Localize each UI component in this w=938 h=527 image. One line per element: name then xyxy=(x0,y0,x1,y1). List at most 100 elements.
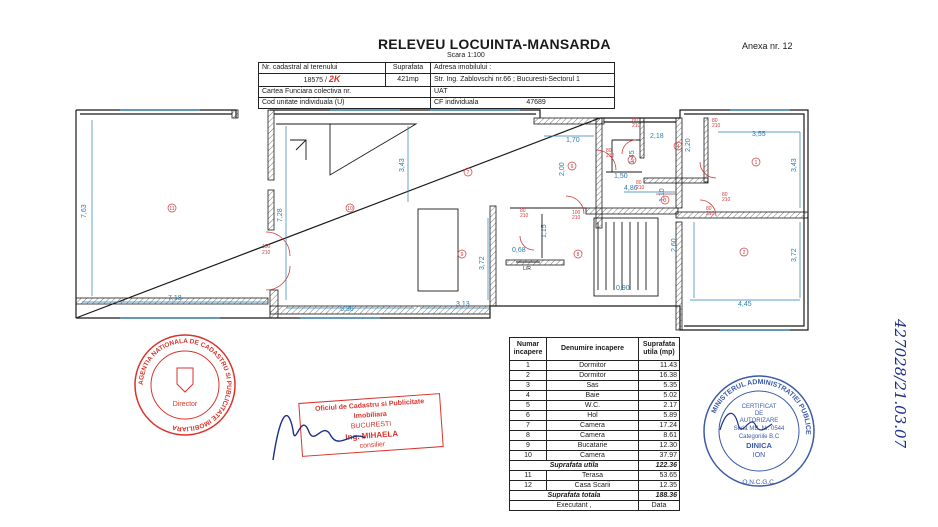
room-numbers: 1 2 3 4 5 6 7 8 9 10 11 L/R xyxy=(169,144,757,272)
room-lr-label: L/R xyxy=(523,266,531,272)
legend-area: 16.38 xyxy=(638,370,680,381)
auth-l1: CERTIFICAT xyxy=(742,404,777,410)
legend-util-value: 122.36 xyxy=(638,460,680,471)
legend-area: 17.24 xyxy=(638,420,680,431)
legend-nr: 10 xyxy=(509,450,547,461)
dim-1-10: 1,10 xyxy=(659,188,666,202)
room-10: 10 xyxy=(347,206,353,212)
legend-nr: 1 xyxy=(509,360,547,371)
nr-hand: 2K xyxy=(328,74,341,85)
legend-area: 5.02 xyxy=(638,390,680,401)
room-2: 2 xyxy=(743,250,746,256)
svg-text:80: 80 xyxy=(606,148,612,154)
legend-name: Dormitor xyxy=(546,370,639,381)
legend-name: Baie xyxy=(546,390,639,401)
cfi-label: CF individuala xyxy=(434,99,479,106)
svg-text:210: 210 xyxy=(722,197,731,203)
legend-nr: 2 xyxy=(509,370,547,381)
dim-3-55: 3,55 xyxy=(752,131,766,138)
dim-1-15: 1,15 xyxy=(541,224,548,238)
legend-nr: 4 xyxy=(509,390,547,401)
auth-l6: DINICA xyxy=(746,441,772,450)
svg-text:210: 210 xyxy=(632,123,641,129)
legend-nr: 6 xyxy=(509,410,547,421)
svg-text:210: 210 xyxy=(572,215,581,221)
svg-text:80: 80 xyxy=(712,118,718,124)
dimension-lines xyxy=(82,120,801,309)
handwritten-registration: 427028/21.03.07 xyxy=(891,319,909,449)
annex-label: Anexa nr. 12 xyxy=(742,41,793,51)
dim-1-45: 1,45 xyxy=(629,150,636,164)
room-4: 4 xyxy=(677,144,680,150)
room-1: 1 xyxy=(755,160,758,166)
svg-text:100: 100 xyxy=(572,210,581,216)
auth-l2: DE xyxy=(755,411,763,417)
legend-name: Terasa xyxy=(546,470,639,481)
svg-text:210: 210 xyxy=(262,250,271,256)
dim-7-18: 7,18 xyxy=(168,295,182,302)
legend-col-nr: Numar incapere xyxy=(509,337,547,361)
hatched-walls xyxy=(75,109,809,331)
legend-area: 5.35 xyxy=(638,380,680,391)
legend-nr: 9 xyxy=(509,440,547,451)
agency-center-text: Director xyxy=(173,401,198,408)
legend-area: 12.30 xyxy=(638,440,680,451)
door-label-150: 150 xyxy=(262,244,271,250)
svg-text:210: 210 xyxy=(520,213,529,219)
legend-util-label: Suprafata utila xyxy=(509,460,639,471)
svg-text:80: 80 xyxy=(632,118,638,124)
door-swings xyxy=(265,139,717,291)
dim-2-18: 2,18 xyxy=(650,133,664,140)
legend-nr: 11 xyxy=(509,470,547,481)
room-3: 3 xyxy=(664,198,667,204)
legend-col-name: Denumire incapere xyxy=(546,337,639,361)
signature-left xyxy=(272,414,366,461)
room-7: 7 xyxy=(467,170,470,176)
room-8: 8 xyxy=(577,252,580,258)
dim-2-20: 2,20 xyxy=(685,138,692,152)
room-5: 5 xyxy=(631,158,634,164)
agency-ring-text: AGENTIA NATIONALA DE CADASTRU SI PUBLICI… xyxy=(138,338,232,432)
dim-0-68: 0,68 xyxy=(512,247,526,254)
legend-row: Executant ,Data xyxy=(509,500,680,511)
svg-text:210: 210 xyxy=(636,185,645,191)
dim-4-45: 4,45 xyxy=(738,301,752,308)
dim-2-60: 2,60 xyxy=(671,238,678,252)
dim-7-28: 7,28 xyxy=(277,208,284,222)
legend-name: Casa Scarii xyxy=(546,480,639,491)
svg-text:80: 80 xyxy=(722,192,728,198)
signature-right xyxy=(719,412,773,431)
outer-walls xyxy=(75,109,809,331)
dim-3-72b: 3,72 xyxy=(791,248,798,262)
dim-3-43b: 3,43 xyxy=(791,158,798,172)
legend-name: Camera xyxy=(546,420,639,431)
legend-area: 11.43 xyxy=(638,360,680,371)
legend-nr: 5 xyxy=(509,400,547,411)
windows xyxy=(120,109,790,331)
legend-name: Sas xyxy=(546,380,639,391)
legend-nr: 8 xyxy=(509,430,547,441)
legend-total-label: Suprafata totala xyxy=(509,490,639,501)
room-9: 9 xyxy=(461,252,464,258)
auth-l7: ION xyxy=(753,452,765,459)
room-6: 6 xyxy=(571,164,574,170)
svg-text:80: 80 xyxy=(706,206,712,212)
nr-value: 18575 xyxy=(303,77,324,84)
authorization-round-stamp: MINISTERUL ADMINISTRATIEI PUBLICE O.N.C.… xyxy=(703,375,815,487)
auth-l5: Categoriile B,C xyxy=(739,434,780,440)
legend-nr: 12 xyxy=(509,480,547,491)
legend-area: 53.65 xyxy=(638,470,680,481)
